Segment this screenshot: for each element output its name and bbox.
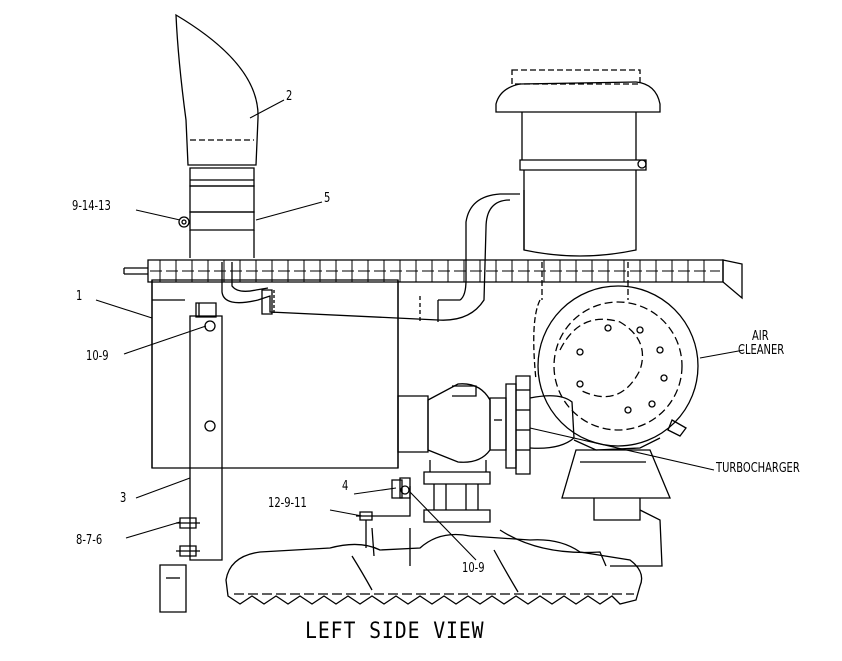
callout-10-9-top: 10-9 [86, 349, 109, 364]
callout-9-14-13: 9-14-13 [72, 199, 111, 214]
intake-pipe [222, 194, 520, 322]
callout-5: 5 [324, 191, 331, 206]
air-cleaner-housing [496, 70, 660, 300]
air-cleaner-round [534, 286, 698, 446]
callout-turbocharger: TURBOCHARGER [716, 461, 800, 476]
exhaust-manifold [226, 528, 642, 604]
exhaust-stack [176, 15, 258, 258]
air-cleaner-pedestal [562, 450, 670, 566]
support-rail [124, 260, 742, 298]
leader-lines [96, 100, 744, 560]
callout-2: 2 [286, 89, 293, 104]
callout-4: 4 [342, 479, 349, 494]
callout-10-9-bottom: 10-9 [462, 561, 485, 576]
turbocharger [398, 376, 660, 474]
bracket [160, 303, 222, 612]
callout-3: 3 [120, 491, 127, 506]
callout-1: 1 [76, 289, 83, 304]
turbo-lower-hose [400, 460, 490, 522]
callout-12-9-11: 12-9-11 [268, 496, 307, 511]
callout-air: AIR [752, 329, 769, 344]
view-title: LEFT SIDE VIEW [305, 619, 485, 644]
callout-cleaner: CLEANER [738, 343, 785, 358]
callout-8-7-6: 8-7-6 [76, 533, 103, 548]
muffler-body [152, 280, 398, 468]
